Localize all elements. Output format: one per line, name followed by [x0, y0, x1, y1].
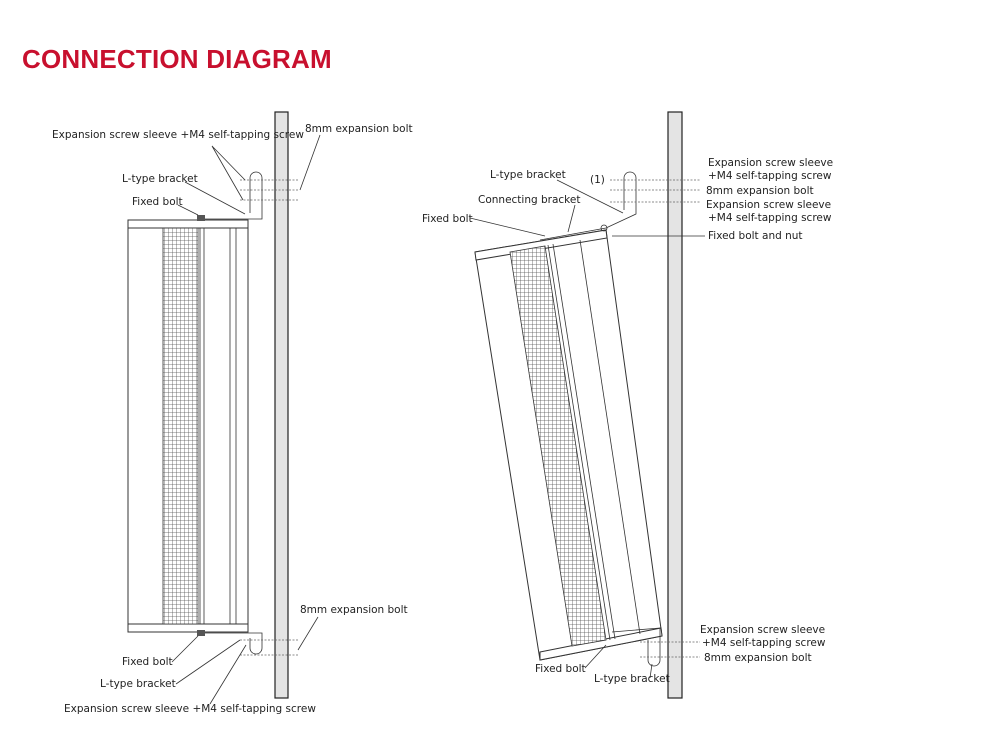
label-expansion-bolt-bottom: 8mm expansion bolt — [704, 652, 812, 664]
label-expansion-bolt-top: 8mm expansion bolt — [305, 123, 413, 135]
wall-left — [274, 111, 289, 699]
label-expansion-screw-top: Expansion screw sleeve +M4 self-tapping … — [52, 129, 304, 141]
wall-right — [667, 111, 683, 699]
fixed-bolt-top — [197, 215, 205, 221]
label-screw-bottom-line2: +M4 self-tapping screw — [702, 637, 826, 649]
label-fixed-bolt-bottom: Fixed bolt — [535, 663, 586, 675]
label-fixed-bolt: Fixed bolt — [422, 213, 473, 225]
label-fixed-bolt-bottom: Fixed bolt — [122, 656, 173, 668]
right-mounting-diagram: L-type bracket (1) Connecting bracket Fi… — [422, 111, 833, 699]
label-connecting-bracket: Connecting bracket — [478, 194, 580, 206]
label-screw-2-line1: Expansion screw sleeve — [706, 199, 831, 211]
label-l-bracket-top: L-type bracket — [122, 173, 198, 185]
page-title: CONNECTION DIAGRAM — [22, 44, 332, 74]
left-mounting-diagram: Expansion screw sleeve +M4 self-tapping … — [52, 111, 413, 715]
right-speaker-tilted — [474, 171, 700, 667]
label-fixed-bolt-nut: Fixed bolt and nut — [708, 230, 803, 242]
l-bracket-bottom — [611, 627, 661, 667]
speaker-grille — [509, 245, 607, 647]
label-expansion-bolt-bottom: 8mm expansion bolt — [300, 604, 408, 616]
l-bracket-top — [539, 171, 637, 241]
label-screw-1-line1: Expansion screw sleeve — [708, 157, 833, 169]
l-bracket-top — [205, 171, 263, 220]
speaker-grille — [162, 227, 199, 625]
marker-1: (1) — [590, 174, 605, 186]
label-l-bracket-bottom: L-type bracket — [100, 678, 176, 690]
fixed-bolt-bottom — [197, 630, 205, 636]
label-expansion-screw-bottom: Expansion screw sleeve +M4 self-tapping … — [64, 703, 316, 715]
label-screw-bottom-line1: Expansion screw sleeve — [700, 624, 825, 636]
label-fixed-bolt-top: Fixed bolt — [132, 196, 183, 208]
label-l-bracket-bottom: L-type bracket — [594, 673, 670, 685]
l-bracket-bottom — [205, 632, 263, 655]
left-speaker — [127, 171, 298, 656]
label-screw-1-line2: +M4 self-tapping screw — [708, 170, 832, 182]
label-screw-2-line2: +M4 self-tapping screw — [708, 212, 832, 224]
label-l-bracket: L-type bracket — [490, 169, 566, 181]
label-expansion-bolt: 8mm expansion bolt — [706, 185, 814, 197]
